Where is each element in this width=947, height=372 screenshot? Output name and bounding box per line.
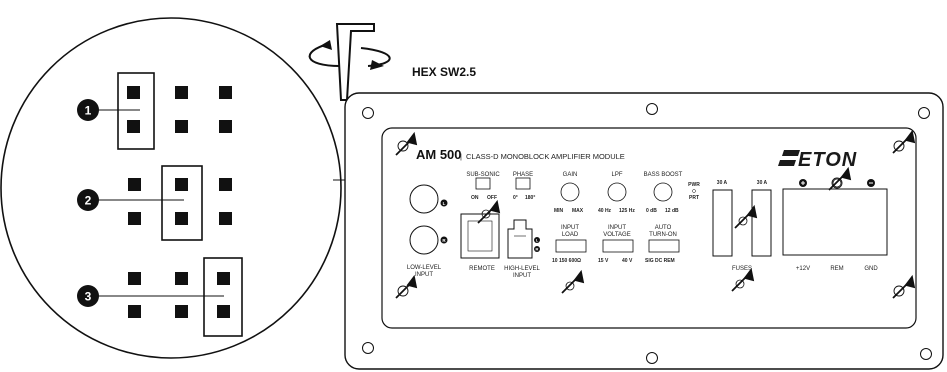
high-level-input-label-line2: INPUT — [513, 273, 531, 279]
power-terminal-block — [782, 177, 888, 256]
pwr-led — [692, 189, 696, 193]
fuse-left[interactable] — [712, 189, 733, 257]
low-level-input-label-line2: INPUT — [415, 272, 433, 278]
subsonic-off-label: OFF — [487, 195, 497, 201]
model-separator: | — [460, 152, 462, 161]
callout-number-3: 3 — [85, 290, 92, 304]
gain-min-label: MIN — [554, 208, 564, 214]
gain-title: GAIN — [563, 172, 578, 178]
rca-left-label: L — [443, 201, 446, 206]
high-level-input-label-line1: HIGH-LEVEL — [504, 266, 540, 272]
fuse-right[interactable] — [751, 189, 772, 257]
bass-boost-title: BASS BOOST — [644, 172, 683, 178]
lpf-knob[interactable] — [607, 182, 627, 202]
phase-0-label: 0° — [513, 195, 518, 201]
phase-180-label: 180° — [525, 195, 535, 201]
fuse-left-rating: 30 A — [717, 180, 728, 186]
low-level-input-jacks: L R — [409, 184, 448, 255]
jumper-position-2: 2 — [77, 165, 232, 241]
hex-key-icon — [308, 23, 391, 101]
bass-boost-low-label: 0 dB — [646, 208, 657, 214]
input-load-title-line2: LOAD — [562, 232, 579, 238]
input-voltage-title-line2: VOLTAGE — [603, 232, 630, 238]
input-voltage-high-label: 40 V — [622, 258, 633, 264]
prt-label: PRT — [689, 195, 699, 201]
bass-boost-high-label: 12 dB — [665, 208, 679, 214]
gain-max-label: MAX — [572, 208, 584, 214]
input-load-title-line1: INPUT — [561, 225, 579, 231]
brand-name: ETON — [798, 149, 857, 171]
high-level-input-connector[interactable]: L R — [507, 219, 540, 259]
input-load-selector[interactable] — [555, 239, 587, 253]
fuses-label: FUSES — [732, 266, 752, 272]
model-name: AM 500 — [416, 147, 462, 162]
hex-tool-label: HEX SW2.5 — [412, 65, 476, 79]
auto-turn-on-scale: SIG DC REM — [645, 258, 675, 264]
subsonic-on-label: ON — [471, 195, 479, 201]
auto-turn-on-title-line2: TURN-ON — [649, 232, 677, 238]
control-plate — [381, 127, 917, 329]
screw-arrows — [395, 129, 916, 299]
terminal-rem-label: REM — [830, 266, 843, 272]
subsonic-title: SUB-SONIC — [466, 172, 500, 178]
fuse-right-rating: 30 A — [757, 180, 768, 186]
jumper-position-1: 1 — [77, 72, 232, 150]
bass-boost-knob[interactable] — [653, 182, 673, 202]
input-voltage-low-label: 15 V — [598, 258, 609, 264]
terminal-12v-label: +12V — [796, 266, 810, 272]
hl-right-label: R — [536, 247, 539, 252]
auto-turn-on-selector[interactable] — [648, 239, 680, 253]
lpf-title: LPF — [611, 172, 622, 178]
eton-logo: ETON — [778, 149, 857, 171]
auto-turn-on-title-line1: AUTO — [655, 225, 672, 231]
phase-title: PHASE — [513, 172, 533, 178]
terminal-gnd-label: GND — [864, 266, 878, 272]
input-load-scale: 10 150 600Ω — [552, 258, 581, 264]
hl-left-label: L — [536, 238, 539, 243]
low-level-input-label-line1: LOW-LEVEL — [407, 265, 442, 271]
callout-number-2: 2 — [85, 194, 92, 208]
subsonic-switch[interactable] — [475, 177, 491, 190]
gain-knob[interactable] — [560, 182, 580, 202]
input-voltage-title-line1: INPUT — [608, 225, 626, 231]
model-description: CLASS-D MONOBLOCK AMPLIFIER MODULE — [466, 152, 625, 161]
callout-number-1: 1 — [85, 104, 92, 118]
lpf-low-label: 40 Hz — [598, 208, 612, 214]
jumper-position-3: 3 — [77, 257, 243, 337]
pwr-label: PWR — [688, 182, 700, 188]
remote-label: REMOTE — [469, 266, 495, 272]
lpf-high-label: 125 Hz — [619, 208, 635, 214]
input-voltage-selector[interactable] — [602, 239, 634, 253]
rca-right-label: R — [442, 238, 446, 243]
phase-switch[interactable] — [515, 177, 531, 190]
